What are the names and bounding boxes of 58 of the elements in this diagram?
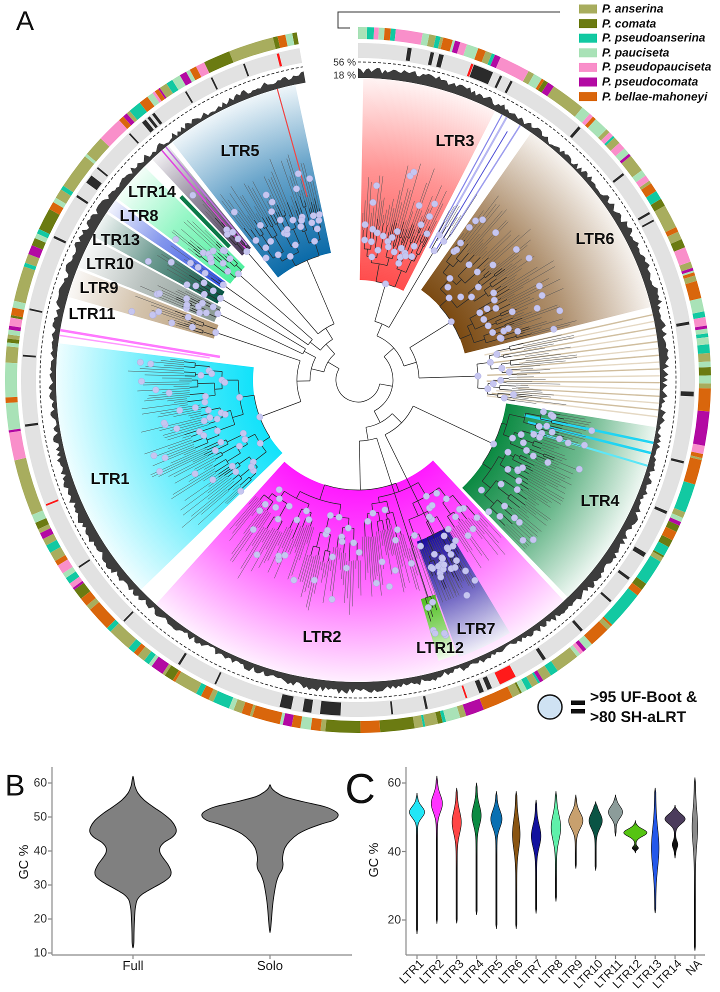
- scale-value-label: 56 %: [333, 58, 356, 68]
- violin-plot: [472, 782, 482, 915]
- panel-label: B: [5, 770, 26, 802]
- legend-label: P. anserina: [602, 2, 664, 16]
- panel-label: A: [16, 7, 34, 37]
- violin-plot: [201, 784, 339, 934]
- axis-title: GC %: [366, 842, 382, 878]
- legend-label: P. pseudopauciseta: [602, 60, 712, 74]
- violin-plot: [490, 791, 502, 929]
- clade-label: LTR3: [436, 133, 474, 151]
- violin-plot: [664, 804, 686, 858]
- category-label: Solo: [256, 958, 284, 974]
- clade-label: LTR11: [68, 306, 116, 324]
- violin-plot: [89, 776, 177, 948]
- axis-tick-label: 20: [34, 912, 47, 926]
- category-label: Full: [122, 958, 144, 974]
- clade-label: LTR6: [576, 231, 614, 249]
- violin-plot: [651, 788, 660, 914]
- legend-label: P. comata: [602, 17, 656, 30]
- violin-plot: [608, 794, 623, 836]
- violin-plot: [550, 791, 562, 902]
- clade-label: LTR13: [92, 232, 140, 250]
- clade-label: LTR14: [128, 184, 176, 202]
- axis-tick-label: 20: [388, 913, 401, 927]
- legend-label: P. pauciseta: [602, 46, 670, 60]
- legend-label: P. pseudoanserina: [602, 32, 706, 45]
- violin-plot: [588, 802, 603, 871]
- clade-label: LTR1: [90, 471, 130, 489]
- axis-tick-label: 10: [34, 946, 47, 960]
- axis-tick-label: 40: [34, 844, 47, 858]
- violin-plot: [430, 776, 443, 924]
- legend-label: P. pseudocomata: [602, 76, 698, 88]
- category-label: NA: [683, 957, 705, 978]
- axis-tick-label: 30: [34, 878, 47, 892]
- clade-label: LTR12: [416, 640, 464, 658]
- scale-value-label: 18 %: [333, 70, 356, 82]
- violin-plot: [452, 788, 462, 924]
- clade-label: LTR2: [302, 629, 342, 647]
- legend-label: >95 UF-Boot & >80 SH-aLRT: [590, 688, 698, 728]
- axis-title: GC %: [16, 844, 32, 880]
- violin-plot: [692, 778, 698, 951]
- clade-label: LTR4: [580, 493, 620, 511]
- violin-plot: [624, 820, 648, 854]
- clade-label: LTR8: [120, 208, 158, 226]
- clade-label: LTR5: [220, 143, 260, 161]
- axis-tick-label: 60: [388, 776, 401, 790]
- violin-plot: [512, 791, 520, 929]
- violin-plot: [531, 800, 542, 914]
- clade-label: LTR10: [86, 256, 134, 274]
- violin-plot: [568, 794, 584, 869]
- legend-label: P. bellae-mahoneyi: [602, 90, 708, 104]
- axis-tick-label: 60: [34, 776, 47, 790]
- violin-plot: [409, 792, 425, 934]
- axis-tick-label: 40: [388, 844, 401, 858]
- clade-label: LTR7: [456, 621, 496, 639]
- axis-tick-label: 50: [34, 810, 47, 824]
- panel-label: C: [345, 766, 376, 812]
- clade-label: LTR9: [80, 280, 118, 298]
